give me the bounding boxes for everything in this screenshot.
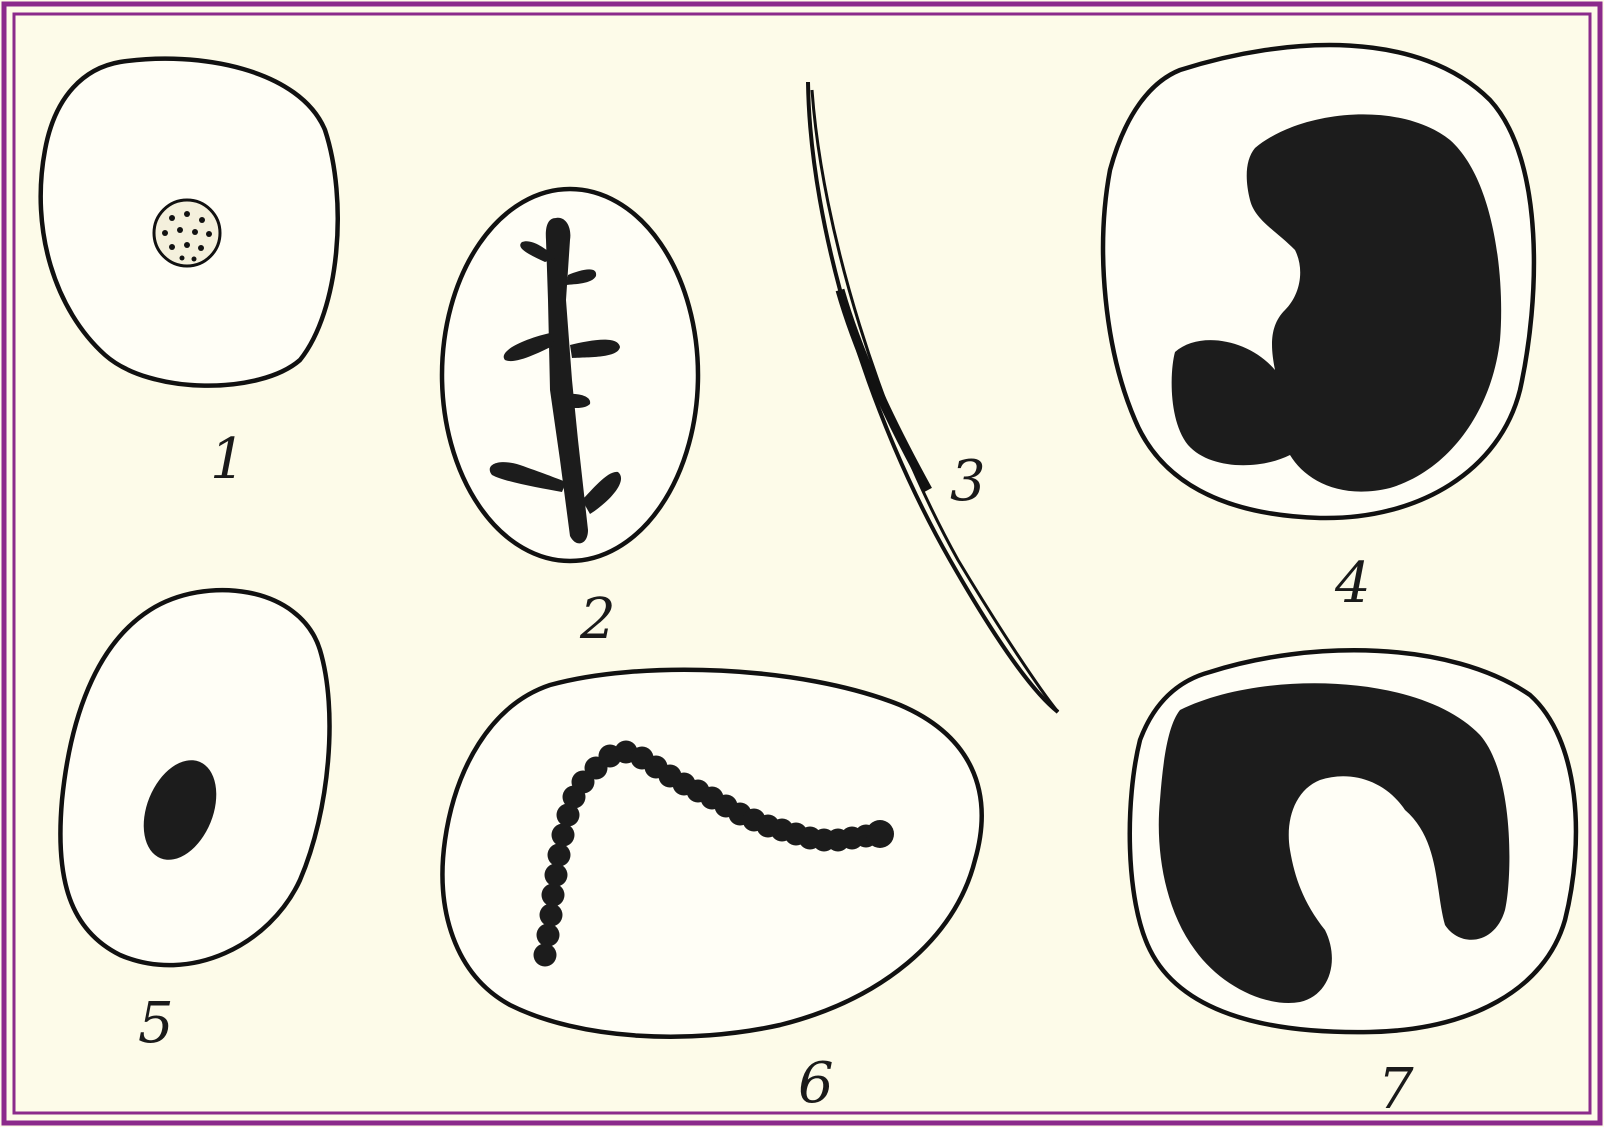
cell-2: 2 (442, 189, 698, 652)
cell-4: 4 (1103, 45, 1534, 616)
cell-4-label: 4 (1334, 551, 1371, 616)
cell-1-label: 1 (210, 427, 246, 492)
bead (548, 844, 571, 867)
cell-2-label: 2 (579, 587, 616, 652)
cell-7-label: 7 (1378, 1057, 1414, 1122)
bead (542, 884, 565, 907)
needle-outer-edge (808, 82, 1058, 712)
cell-6-membrane (443, 670, 982, 1037)
bead (552, 824, 575, 847)
bead (545, 864, 568, 887)
cell-3: 3 (808, 82, 1058, 712)
cell-3-label: 3 (950, 449, 986, 514)
cell-5-label: 5 (138, 991, 174, 1056)
needle-inner-edge (812, 90, 1058, 712)
cell-7: 7 (1130, 650, 1576, 1122)
cell-6-label: 6 (798, 1051, 834, 1116)
cell-1: 1 (41, 59, 338, 492)
bead (537, 924, 560, 947)
bead (534, 944, 557, 967)
bead (866, 820, 894, 848)
cell-6: 6 (443, 670, 982, 1116)
needle-dark-core (840, 290, 928, 490)
bead (540, 904, 563, 927)
cell-5: 5 (60, 590, 329, 1056)
